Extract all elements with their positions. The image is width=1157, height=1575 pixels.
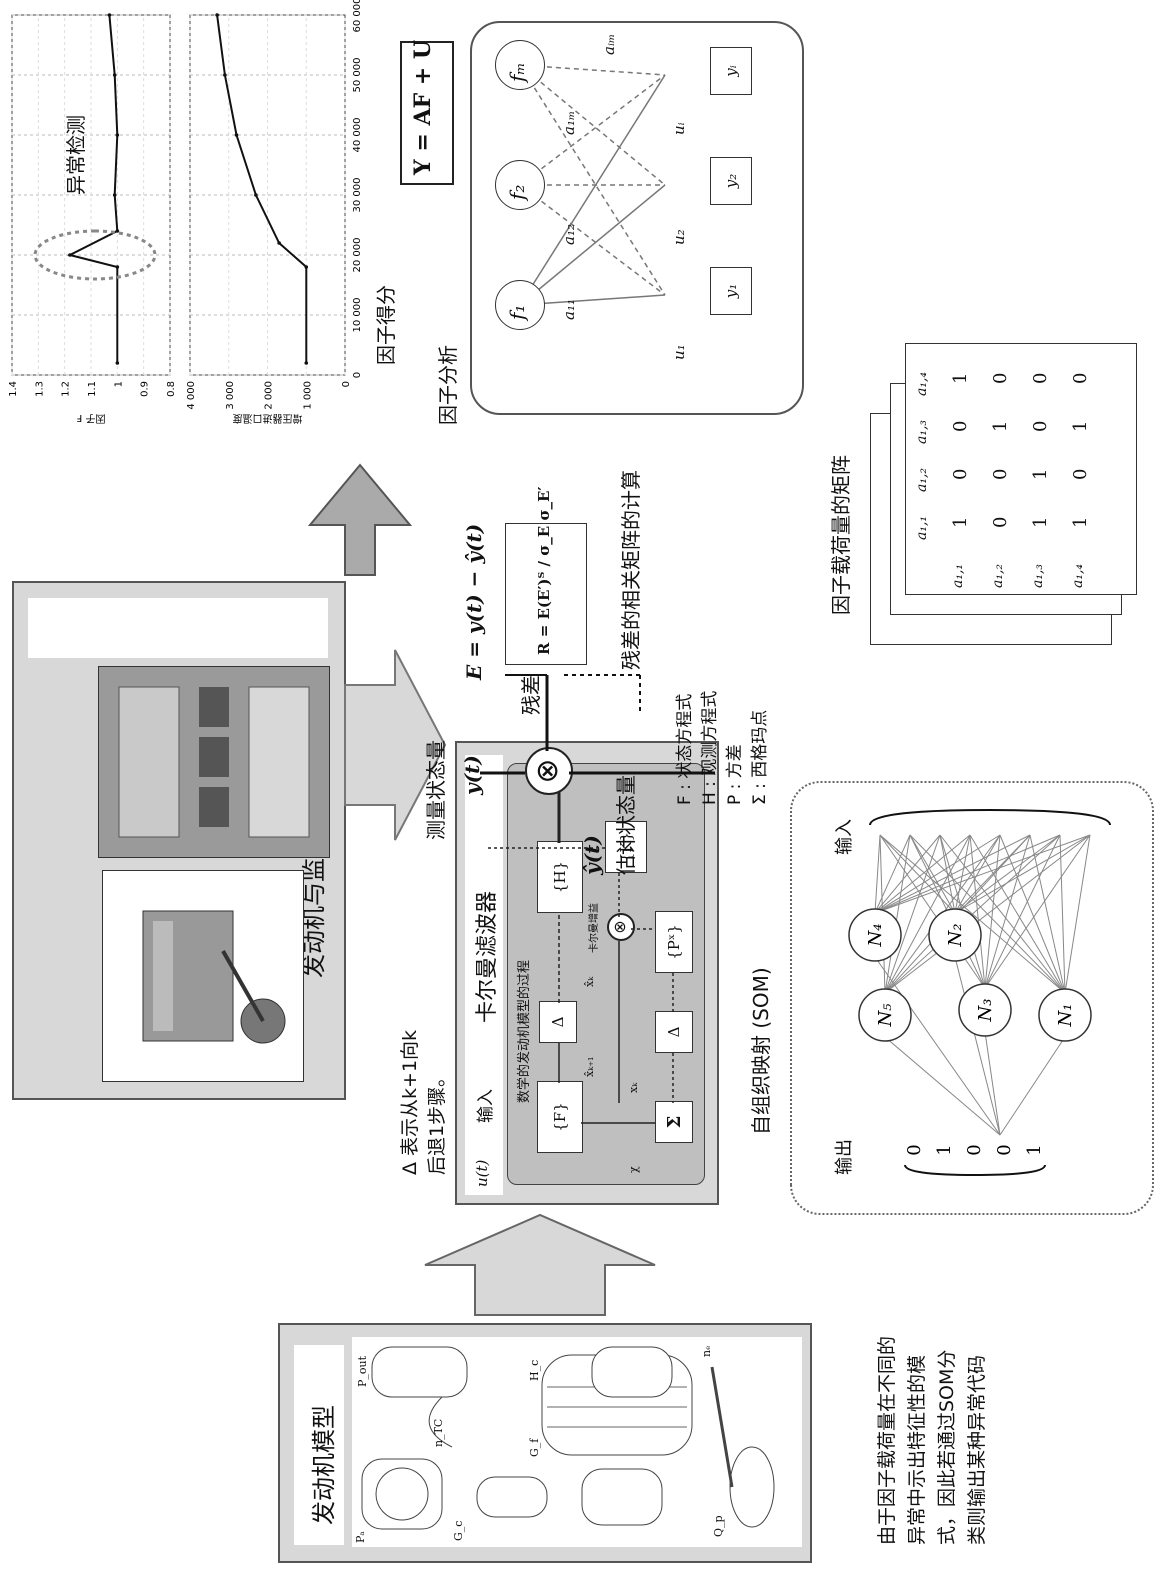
som-input-edge: [970, 835, 1065, 993]
som-node-label: N₂: [945, 924, 966, 948]
conclusion-line3: 式，因此若通过SOM分: [932, 1350, 959, 1545]
som-node-label: N₅: [875, 1004, 896, 1028]
conclusion-line1: 由于因子载荷量在不同的: [872, 1336, 899, 1545]
som-output-edge: [955, 957, 1000, 1135]
som-node-label: N₃: [975, 999, 996, 1023]
som-input-edge: [1060, 835, 1065, 993]
som-output-brace: [905, 1165, 1045, 1175]
som-node-label: N₄: [865, 924, 886, 948]
conclusion-line2: 异常中示出特征性的模: [902, 1355, 929, 1545]
som-output-label: 输出: [830, 1139, 856, 1175]
som-output-edge: [1000, 1037, 1065, 1135]
som-input-edge: [875, 835, 970, 913]
som-node-label: N₁: [1055, 1004, 1076, 1028]
som-title: 自组织映射 (SOM): [745, 967, 774, 1135]
som-output-edge: [885, 1037, 1000, 1135]
som-output-value: 0: [994, 1144, 1015, 1155]
som-input-edge: [875, 835, 880, 913]
som-output-value: 0: [964, 1144, 985, 1155]
som-input-label: 输入: [830, 819, 856, 855]
som-input-edge: [955, 835, 1090, 913]
som-input-brace: [870, 810, 1110, 825]
som-output-value: 1: [1024, 1144, 1045, 1155]
som-input-edge: [885, 835, 940, 993]
som-input-edge: [1065, 835, 1090, 993]
conclusion-line4: 类则输出某种异常代码: [962, 1355, 989, 1545]
som-output-value: 1: [934, 1144, 955, 1155]
som-output-value: 0: [904, 1144, 925, 1155]
som-input-edge: [1000, 835, 1065, 993]
